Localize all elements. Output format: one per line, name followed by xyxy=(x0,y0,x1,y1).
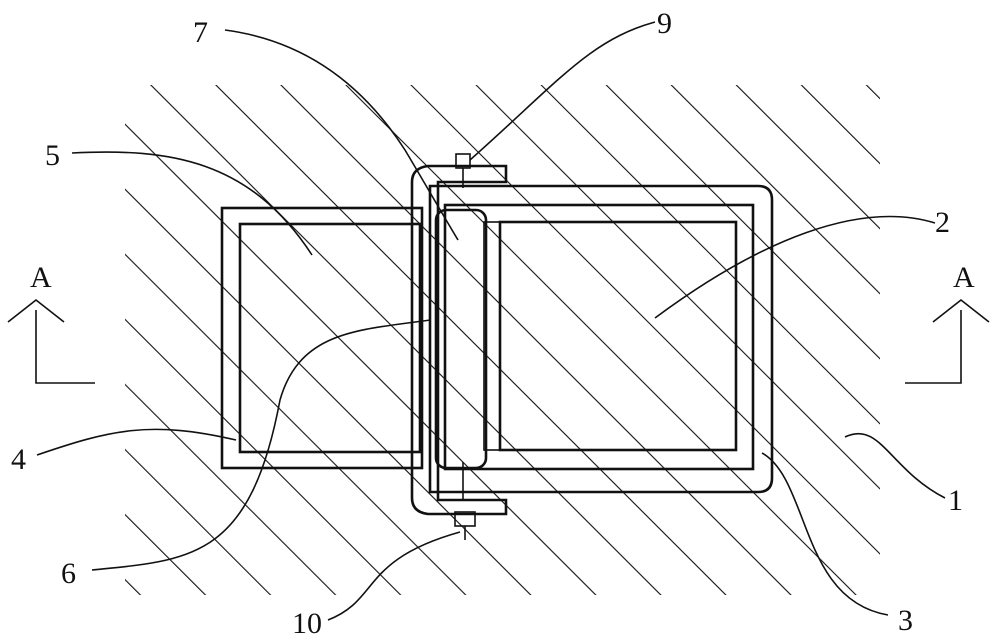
part-labels: 9 7 5 2 4 1 6 10 3 xyxy=(11,7,963,640)
leader-7 xyxy=(224,29,459,241)
leader-lines xyxy=(36,21,946,621)
section-label-left: A xyxy=(30,261,52,294)
part-label-5: 5 xyxy=(45,139,60,172)
leader-5 xyxy=(71,151,313,256)
left-housing xyxy=(220,206,424,470)
right-housing xyxy=(428,184,774,494)
part-label-1: 1 xyxy=(948,484,963,517)
section-label-right: A xyxy=(953,261,975,294)
part-label-7: 7 xyxy=(193,16,208,49)
leader-10 xyxy=(327,531,461,621)
part-label-9: 9 xyxy=(657,7,672,40)
section-mark-right: A xyxy=(905,261,990,384)
leader-1 xyxy=(844,432,946,499)
central-plate xyxy=(410,164,508,516)
top-bolt xyxy=(455,153,471,188)
leader-6 xyxy=(91,319,431,571)
section-mark-left: A xyxy=(7,261,95,384)
leader-9 xyxy=(469,21,656,161)
part-label-4: 4 xyxy=(11,443,26,476)
part-label-6: 6 xyxy=(61,557,76,590)
part-label-10: 10 xyxy=(292,607,322,640)
part-label-3: 3 xyxy=(898,604,913,637)
leader-3 xyxy=(761,452,889,616)
leader-2 xyxy=(654,215,936,319)
bottom-bolt xyxy=(454,462,476,540)
part-label-2: 2 xyxy=(935,206,950,239)
leader-4 xyxy=(36,428,237,456)
